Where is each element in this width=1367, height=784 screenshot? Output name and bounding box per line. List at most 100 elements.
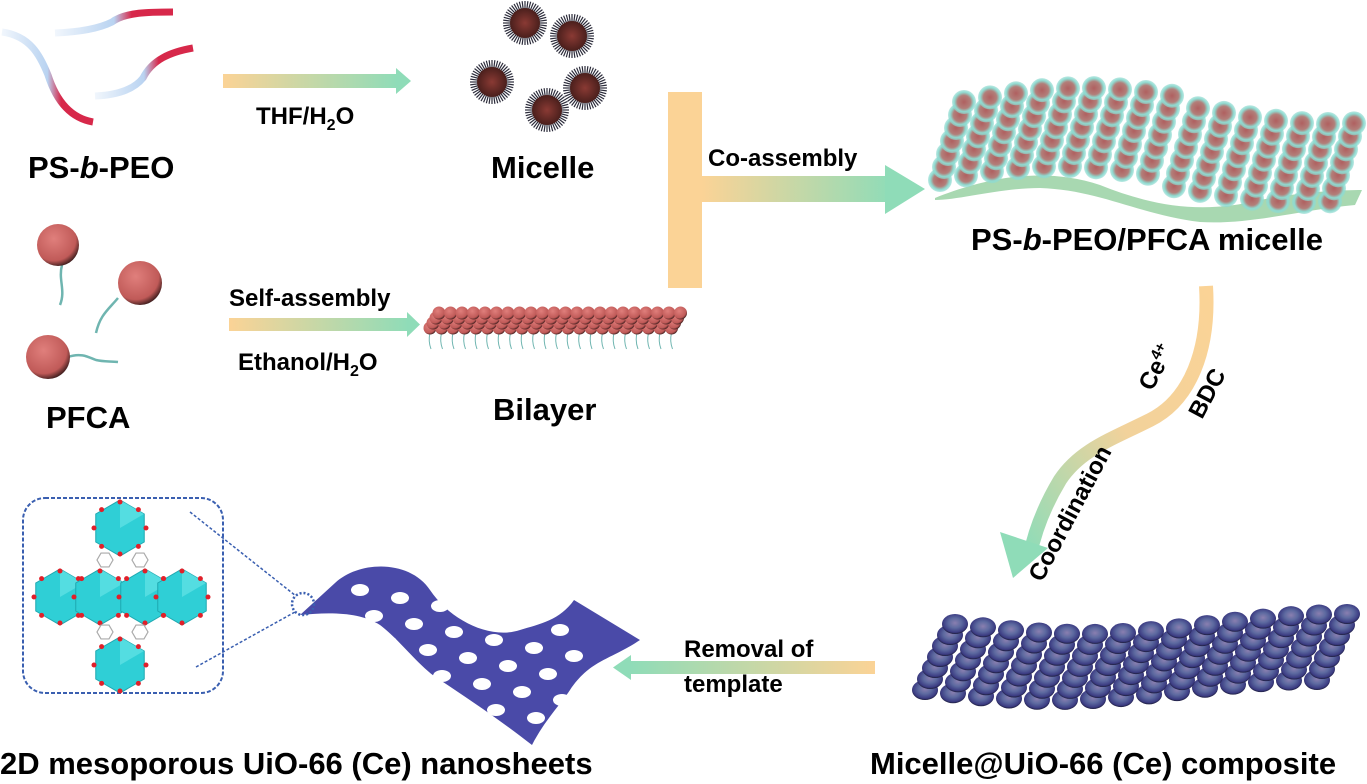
- composite-cell: [1278, 606, 1304, 627]
- bilayer-head: [662, 306, 676, 320]
- bilayer-head: [467, 306, 480, 320]
- micelle-particle: [503, 1, 547, 45]
- ps-b-peo-chains-icon: [1, 8, 194, 126]
- self-assembly-label: Self-assembly: [229, 285, 391, 312]
- pore: [579, 676, 597, 688]
- composite-sheet-icon: [912, 604, 1360, 710]
- bilayer-head: [559, 306, 572, 320]
- pore: [527, 712, 545, 724]
- pore: [551, 624, 569, 636]
- bdc-linker: [96, 552, 114, 568]
- bilayer-head: [536, 306, 549, 320]
- bilayer-head: [593, 306, 607, 320]
- uio66-structure-inset: [22, 497, 316, 694]
- arrow-removal-of-template: [613, 655, 875, 680]
- bilayer-head: [490, 306, 503, 320]
- pore: [447, 696, 465, 708]
- arrow-self-assembly: [229, 312, 420, 337]
- pore: [431, 600, 449, 612]
- sheet-micelle: [1316, 111, 1340, 136]
- ce4-label: Ce4+: [1133, 339, 1180, 395]
- pore: [485, 634, 503, 646]
- bilayer-head: [616, 306, 630, 320]
- pore: [593, 702, 611, 714]
- sheet-micelle: [1004, 81, 1028, 106]
- mof-cluster: [91, 636, 149, 694]
- micelle-particle: [563, 66, 607, 110]
- composite-cell: [1250, 608, 1276, 629]
- pore: [433, 670, 451, 682]
- pore: [391, 592, 409, 604]
- pore: [513, 686, 531, 698]
- pore: [539, 668, 557, 680]
- composite-cell: [970, 617, 996, 638]
- micelle-particle: [525, 88, 569, 132]
- bilayer-icon: [423, 306, 687, 350]
- composite-cell: [998, 620, 1024, 641]
- sheet-micelle: [978, 85, 1002, 110]
- pore: [499, 660, 517, 672]
- pore: [351, 584, 369, 596]
- composite-cell: [1054, 623, 1080, 644]
- micelle-particle: [470, 60, 514, 104]
- pore: [565, 650, 583, 662]
- sheet-micelle: [1134, 79, 1158, 104]
- pore: [567, 720, 585, 732]
- bilayer-head: [651, 306, 664, 320]
- pore: [393, 662, 411, 674]
- composite-cell: [1026, 622, 1052, 643]
- sheet-micelle: [1264, 108, 1288, 133]
- ps-b-peo-label: PS-b-PEO: [28, 150, 174, 185]
- composite-cell: [1110, 623, 1136, 644]
- pfca-label: PFCA: [46, 400, 130, 435]
- sheet-micelle: [1342, 111, 1366, 136]
- arrow-co-assembly: [668, 92, 925, 288]
- composite-micelle-label: PS-b-PEO/PFCA micelle: [971, 222, 1323, 257]
- sheet-micelle: [1238, 105, 1262, 130]
- nanosheets-label: 2D mesoporous UiO-66 (Ce) nanosheets: [0, 746, 593, 781]
- thf-h2o-label: THF/H2O: [256, 103, 354, 134]
- sheet-micelle: [952, 90, 976, 114]
- pore: [553, 694, 571, 706]
- pore: [445, 626, 463, 638]
- micelle-sheet-icon: [928, 76, 1366, 223]
- arrow-thf-h2o: [223, 68, 411, 94]
- pfca-molecules-icon: [26, 224, 162, 379]
- composite-cell: [942, 614, 968, 634]
- bilayer-head: [639, 306, 653, 320]
- micelle-label: Micelle: [491, 150, 594, 185]
- co-assembly-label: Co-assembly: [708, 145, 858, 172]
- bilayer-head: [501, 306, 515, 320]
- sheet-micelle: [1160, 83, 1184, 108]
- bilayer-head: [582, 306, 595, 320]
- pore: [471, 608, 489, 620]
- pore: [459, 652, 477, 664]
- sheet-micelle: [1186, 96, 1210, 121]
- sheet-micelle: [1056, 76, 1080, 101]
- sheet-micelle: [1082, 76, 1106, 101]
- mof-cluster: [153, 568, 211, 626]
- pore: [525, 642, 543, 654]
- bdc-linker: [131, 624, 149, 640]
- bilayer-head: [674, 306, 687, 320]
- composite-label: Micelle@UiO-66 (Ce) composite: [870, 746, 1336, 781]
- bilayer-head: [547, 306, 561, 320]
- composite-cell: [1082, 623, 1108, 644]
- removal-label-line2: template: [684, 671, 783, 698]
- micelles-icon: [470, 1, 607, 132]
- sheet-micelle: [1108, 77, 1132, 102]
- bilayer-head: [628, 306, 641, 320]
- removal-label-line1: Removal of: [684, 636, 814, 663]
- pore: [607, 728, 625, 740]
- bdc-linker: [96, 624, 114, 640]
- sheet-micelle: [1030, 78, 1054, 103]
- composite-cell: [1194, 615, 1220, 636]
- composite-cell: [1306, 604, 1332, 625]
- bilayer-head: [432, 306, 446, 320]
- bilayer-head: [478, 306, 492, 320]
- pore: [511, 616, 529, 628]
- pore: [473, 678, 491, 690]
- pore: [365, 610, 383, 622]
- composite-cell: [1138, 621, 1164, 642]
- bilayer-label: Bilayer: [493, 392, 596, 427]
